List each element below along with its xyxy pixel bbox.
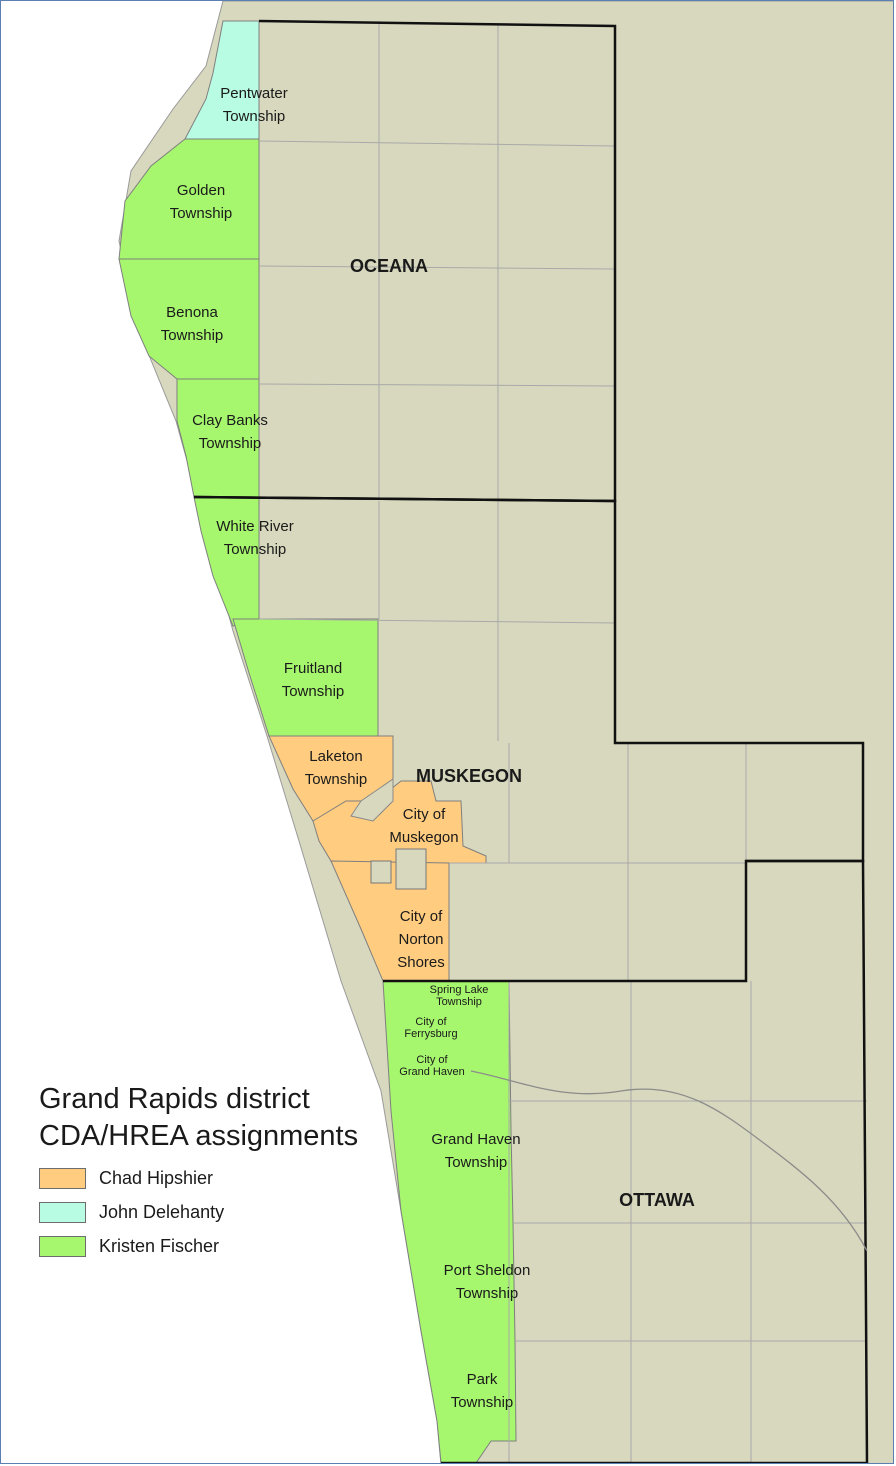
- region-ottawa-townships: [382, 980, 517, 1463]
- legend-label-john: John Delehanty: [99, 1201, 225, 1222]
- township-label-nortonshores: Shores: [397, 954, 445, 971]
- township-label-benona: Township: [161, 327, 224, 344]
- region-whiteriver: [193, 496, 260, 627]
- township-label-fruitland: Township: [282, 683, 345, 700]
- county-label-ottawa: OTTAWA: [619, 1190, 695, 1210]
- township-label-portsheldon: Township: [456, 1285, 519, 1302]
- township-label-grandhavencity: Grand Haven: [399, 1066, 464, 1078]
- township-label-ferrysburg: City of: [415, 1016, 447, 1028]
- township-label-park: Township: [451, 1394, 514, 1411]
- region-fruitland: [232, 618, 379, 737]
- lake-pocket: [350, 778, 394, 822]
- urban-block-1: [395, 848, 427, 890]
- legend-item-chad: Chad Hipshier: [39, 1161, 399, 1195]
- township-label-park: Park: [467, 1371, 498, 1388]
- legend-label-chad: Chad Hipshier: [99, 1167, 214, 1188]
- township-label-nortonshores: Norton: [398, 931, 443, 948]
- township-label-grandhaventwp: Grand Haven: [431, 1131, 520, 1148]
- township-label-golden: Township: [170, 205, 233, 222]
- legend: Grand Rapids district CDA/HREA assignmen…: [39, 1081, 399, 1263]
- ottawa-border: [441, 859, 869, 1463]
- township-label-benona: Benona: [166, 304, 218, 321]
- township-grid: [258, 21, 867, 1463]
- legend-title: Grand Rapids district CDA/HREA assignmen…: [39, 1081, 399, 1155]
- urban-block-2: [370, 860, 392, 884]
- township-label-laketon: Township: [305, 771, 368, 788]
- river-grand: [470, 1070, 868, 1252]
- region-pentwater: [184, 20, 260, 140]
- township-label-fruitland: Fruitland: [284, 660, 342, 677]
- township-label-ferrysburg: Ferrysburg: [404, 1028, 457, 1040]
- township-label-muskegoncity: Muskegon: [389, 829, 458, 846]
- grid-line: [258, 265, 616, 270]
- township-label-golden: Golden: [177, 182, 225, 199]
- township-label-claybanks: Township: [199, 435, 262, 452]
- township-label-pentwater: Township: [223, 108, 286, 125]
- legend-label-kristen: Kristen Fischer: [99, 1235, 220, 1256]
- township-label-whiteriver: Township: [224, 541, 287, 558]
- legend-item-john: John Delehanty: [39, 1195, 399, 1229]
- township-label-whiteriver: White River: [216, 518, 294, 535]
- township-label-grandhaventwp: Township: [445, 1154, 508, 1171]
- legend-title-line-2: CDA/HREA assignments: [39, 1120, 359, 1152]
- county-label-muskegon: MUSKEGON: [416, 766, 522, 786]
- legend-swatch-chad: [39, 1167, 86, 1189]
- legend-title-line-1: Grand Rapids district: [39, 1083, 310, 1115]
- township-label-muskegoncity: City of: [403, 806, 446, 823]
- legend-swatch-john: [39, 1201, 86, 1223]
- township-label-portsheldon: Port Sheldon: [444, 1262, 531, 1279]
- township-labels: PentwaterTownshipGoldenTownshipBenonaTow…: [161, 85, 531, 1411]
- township-label-claybanks: Clay Banks: [192, 412, 268, 429]
- grid-line: [258, 383, 616, 387]
- muskegon-border: [193, 495, 865, 983]
- grid-line: [258, 140, 616, 147]
- township-label-laketon: Laketon: [309, 748, 362, 765]
- county-borders: [193, 19, 869, 1463]
- grid-line: [258, 618, 616, 624]
- township-label-grandhavencity: City of: [416, 1054, 448, 1066]
- legend-item-kristen: Kristen Fischer: [39, 1229, 399, 1263]
- legend-swatch-kristen: [39, 1235, 86, 1257]
- township-label-springlake: Spring Lake: [430, 984, 489, 996]
- county-label-oceana: OCEANA: [350, 256, 428, 276]
- township-label-springlake: Township: [436, 996, 482, 1008]
- township-label-pentwater: Pentwater: [220, 85, 288, 102]
- township-label-nortonshores: City of: [400, 908, 443, 925]
